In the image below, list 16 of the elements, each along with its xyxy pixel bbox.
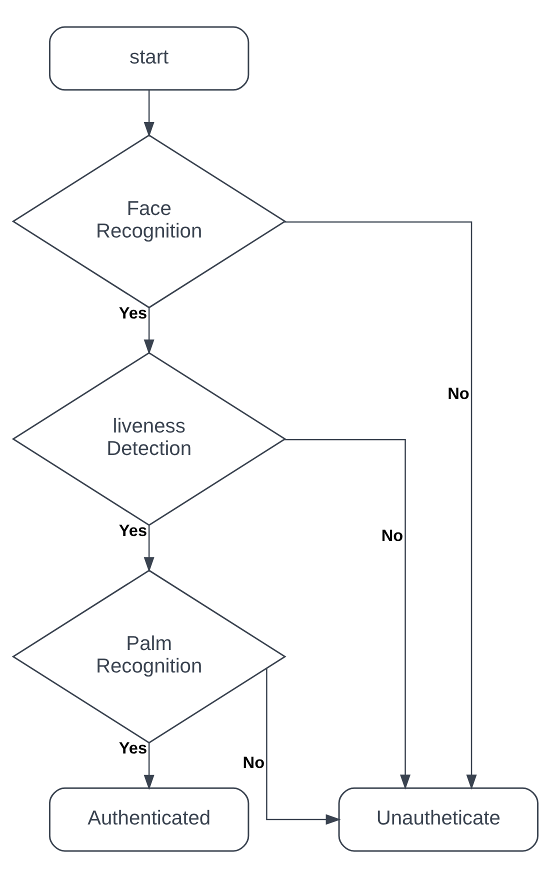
node-diamond: Face Recognition — [12, 134, 286, 308]
arrow — [284, 220, 477, 790]
arrow — [144, 742, 154, 790]
edge-label: No — [448, 384, 470, 403]
node-box: start — [48, 26, 250, 90]
node-box: Authenticated — [48, 786, 250, 852]
arrow — [144, 308, 154, 354]
node-diamond: Palm Recognition — [12, 569, 286, 744]
edge-label: No — [381, 526, 404, 545]
arrow — [144, 90, 154, 137]
arrow — [284, 438, 411, 790]
node-box: Unautheticate — [338, 786, 539, 852]
edge-label: No — [242, 754, 265, 772]
node-diamond: liveness Detection — [12, 351, 286, 526]
arrow — [144, 525, 154, 572]
arrow — [266, 668, 341, 824]
